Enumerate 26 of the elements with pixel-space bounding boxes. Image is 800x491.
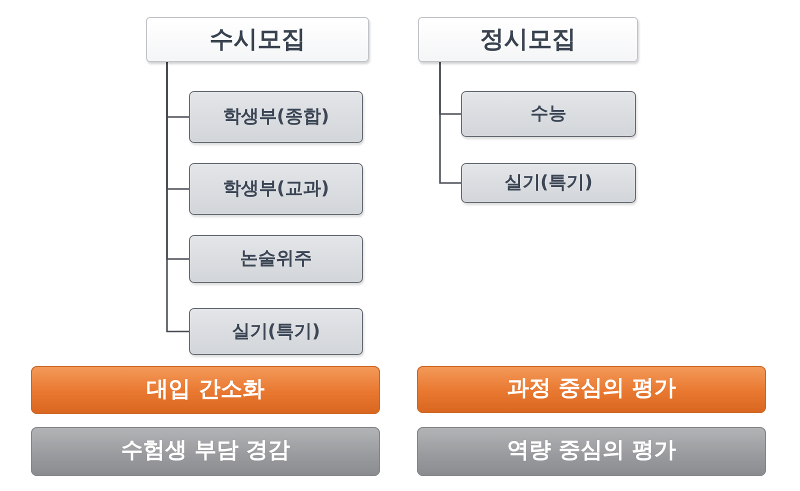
item-label: 학생부(교과) [222, 179, 330, 199]
item-box [189, 163, 363, 215]
item-box [189, 235, 363, 283]
item-label: 실기(특기) [504, 173, 593, 193]
banner-bar [31, 427, 380, 476]
category-header-box [146, 17, 369, 62]
item-label: 수능 [530, 104, 566, 124]
item-box [461, 91, 636, 137]
category-header-box [418, 17, 638, 62]
item-box [189, 91, 363, 143]
banner-text: 대입 간소화 [146, 378, 264, 402]
banner-text: 역량 중심의 평가 [506, 439, 676, 464]
banner-text: 과정 중심의 평가 [506, 377, 676, 402]
item-label: 실기(특기) [232, 322, 320, 342]
item-box [461, 163, 636, 203]
category-title: 정시모집 [480, 26, 576, 53]
item-label: 학생부(종합) [222, 107, 330, 127]
category-title: 수시모집 [210, 26, 306, 53]
connector-line [439, 62, 461, 184]
connector-line [166, 62, 189, 332]
banner-text: 수험생 부담 경감 [120, 439, 290, 464]
banner-bar [417, 427, 766, 476]
banner-bar [31, 366, 380, 414]
item-label: 논술위주 [240, 249, 312, 269]
banner-bar [417, 366, 766, 413]
item-box [189, 308, 363, 355]
